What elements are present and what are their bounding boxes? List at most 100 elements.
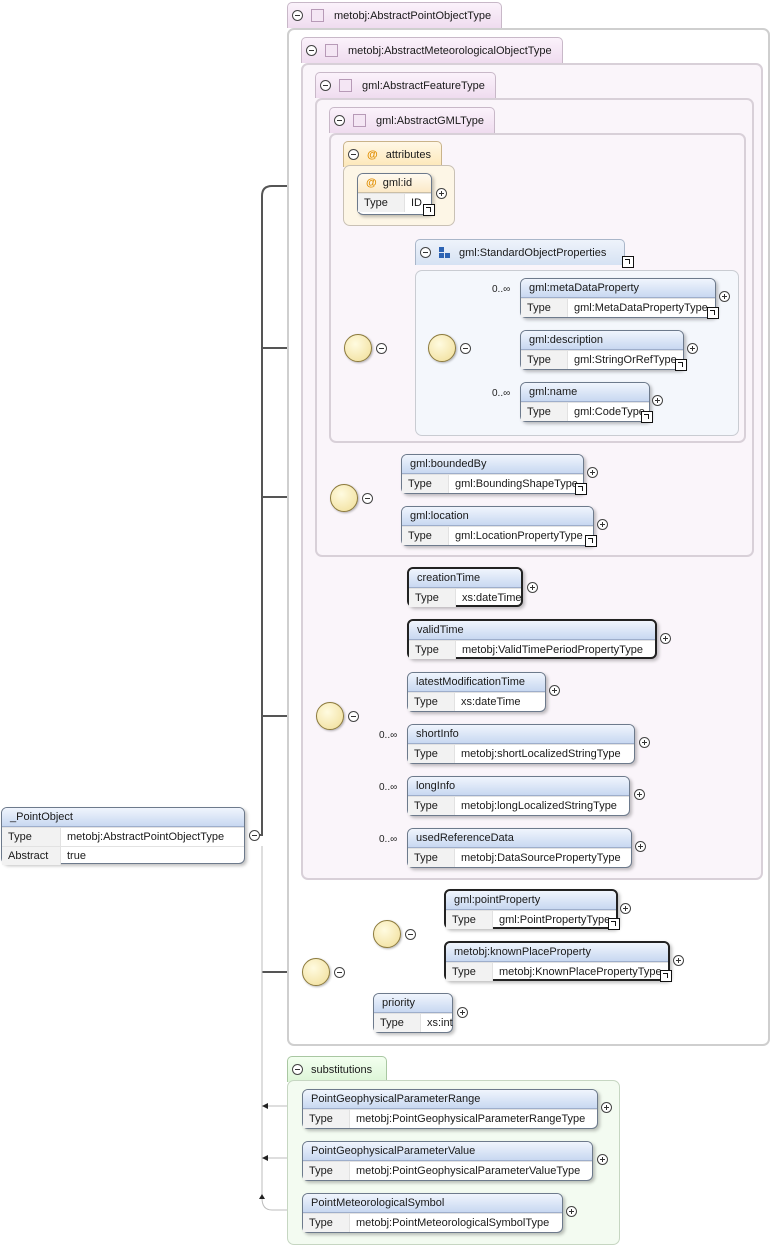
collapse-minus-icon[interactable] xyxy=(306,45,317,56)
type-link-icon[interactable] xyxy=(675,359,687,371)
sequence-compositor-icon[interactable] xyxy=(428,334,456,362)
element-type: gml:MetaDataPropertyType xyxy=(574,302,708,314)
expand-plus-icon[interactable] xyxy=(527,582,538,593)
element-type: metobj:ValidTimePeriodPropertyType xyxy=(462,644,643,656)
element-type: metobj:PointGeophysicalParameterRangeTyp… xyxy=(356,1113,586,1125)
collapse-minus-icon[interactable] xyxy=(334,967,345,978)
collapse-minus-icon[interactable] xyxy=(376,343,387,354)
collapse-minus-icon[interactable] xyxy=(460,343,471,354)
choice-compositor-icon[interactable] xyxy=(373,920,401,948)
attributes-tab[interactable]: @ attributes xyxy=(343,141,442,167)
standard-object-properties-tab[interactable]: gml:StandardObjectProperties xyxy=(415,239,626,265)
abstract-label: Abstract xyxy=(2,847,61,865)
sequence-compositor-icon[interactable] xyxy=(344,334,372,362)
type-link-icon[interactable] xyxy=(575,483,587,495)
element-name: _PointObject xyxy=(2,808,244,827)
substitutions-tab[interactable]: substitutions xyxy=(287,1056,388,1082)
collapse-minus-icon[interactable] xyxy=(249,830,260,841)
group-grid-icon xyxy=(439,246,451,259)
type-link-icon[interactable] xyxy=(585,535,597,547)
abstract-meteorological-object-type-tab[interactable]: metobj:AbstractMeteorologicalObjectType xyxy=(301,37,563,63)
expand-plus-icon[interactable] xyxy=(673,955,684,966)
expand-plus-icon[interactable] xyxy=(566,1206,577,1217)
expand-plus-icon[interactable] xyxy=(620,903,631,914)
abstract-gml-type-tab[interactable]: gml:AbstractGMLType xyxy=(329,107,495,133)
expand-plus-icon[interactable] xyxy=(660,633,671,644)
element-type: metobj:PointMeteorologicalSymbolType xyxy=(356,1217,550,1229)
collapse-minus-icon[interactable] xyxy=(420,247,431,258)
element-name: longInfo xyxy=(408,777,629,796)
expand-plus-icon[interactable] xyxy=(634,789,645,800)
element-name: metobj:knownPlaceProperty xyxy=(446,943,668,962)
frame-title: metobj:AbstractPointObjectType xyxy=(334,9,492,22)
element-name: validTime xyxy=(409,621,655,640)
collapse-minus-icon[interactable] xyxy=(334,115,345,126)
sequence-compositor-icon[interactable] xyxy=(330,484,358,512)
element-name: gml:name xyxy=(521,383,649,402)
frame-title: substitutions xyxy=(311,1063,373,1076)
collapse-minus-icon[interactable] xyxy=(362,493,373,504)
element-type: gml:PointPropertyType xyxy=(499,914,611,926)
collapse-minus-icon[interactable] xyxy=(292,10,303,21)
expand-plus-icon[interactable] xyxy=(436,188,447,199)
expand-plus-icon[interactable] xyxy=(549,685,560,696)
element-validtime[interactable]: validTime Type metobj:ValidTimePeriodProp… xyxy=(407,619,657,659)
expand-plus-icon[interactable] xyxy=(635,841,646,852)
collapse-minus-icon[interactable] xyxy=(348,711,359,722)
type-label: Type xyxy=(408,849,455,867)
type-label: Type xyxy=(402,475,449,493)
expand-plus-icon[interactable] xyxy=(597,519,608,530)
type-link-icon[interactable] xyxy=(660,970,672,982)
type-link-icon[interactable] xyxy=(423,204,435,216)
element-name: shortInfo xyxy=(408,725,634,744)
collapse-minus-icon[interactable] xyxy=(320,80,331,91)
type-link-icon[interactable] xyxy=(622,256,634,268)
element-type: gml:CodeType xyxy=(574,406,645,418)
expand-plus-icon[interactable] xyxy=(601,1102,612,1113)
abstract-point-object-type-tab[interactable]: metobj:AbstractPointObjectType xyxy=(287,2,503,28)
expand-plus-icon[interactable] xyxy=(587,467,598,478)
expand-plus-icon[interactable] xyxy=(597,1154,608,1165)
element-name: gml:description xyxy=(521,331,683,350)
type-link-icon[interactable] xyxy=(641,411,653,423)
occurrence-label: 0..∞ xyxy=(379,782,398,793)
expand-plus-icon[interactable] xyxy=(652,395,663,406)
attribute-name: gml:id xyxy=(382,177,413,189)
type-link-icon[interactable] xyxy=(608,918,620,930)
type-label: Type xyxy=(409,641,456,659)
abstract-value: true xyxy=(67,850,86,862)
expand-plus-icon[interactable] xyxy=(639,737,650,748)
expand-plus-icon[interactable] xyxy=(457,1007,468,1018)
type-link-icon[interactable] xyxy=(707,307,719,319)
collapse-minus-icon[interactable] xyxy=(348,149,359,160)
type-label: Type xyxy=(374,1014,421,1032)
abstract-feature-type-tab[interactable]: gml:AbstractFeatureType xyxy=(315,72,496,98)
sequence-compositor-icon[interactable] xyxy=(316,702,344,730)
frame-title: gml:AbstractFeatureType xyxy=(362,79,485,92)
sequence-compositor-icon[interactable] xyxy=(302,958,330,986)
element-name: PointMeteorologicalSymbol xyxy=(303,1194,562,1213)
expand-plus-icon[interactable] xyxy=(687,343,698,354)
element-type: metobj:PointGeophysicalParameterValueTyp… xyxy=(356,1165,581,1177)
expand-plus-icon[interactable] xyxy=(719,291,730,302)
collapse-minus-icon[interactable] xyxy=(405,929,416,940)
collapse-minus-icon[interactable] xyxy=(292,1064,303,1075)
